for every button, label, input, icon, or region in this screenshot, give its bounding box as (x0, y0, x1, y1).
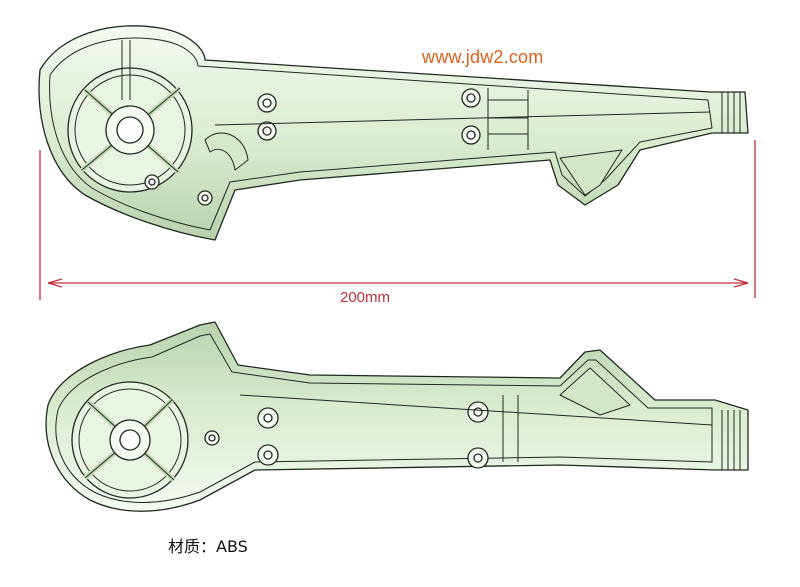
material-label: 材质：ABS (168, 537, 248, 556)
housing-bottom-view (45, 321, 749, 512)
dimension-label: 200mm (340, 289, 391, 306)
housing-top-view (38, 25, 749, 241)
dimension-line (39, 140, 756, 300)
watermark-url: www.jdw2.com (422, 47, 544, 67)
